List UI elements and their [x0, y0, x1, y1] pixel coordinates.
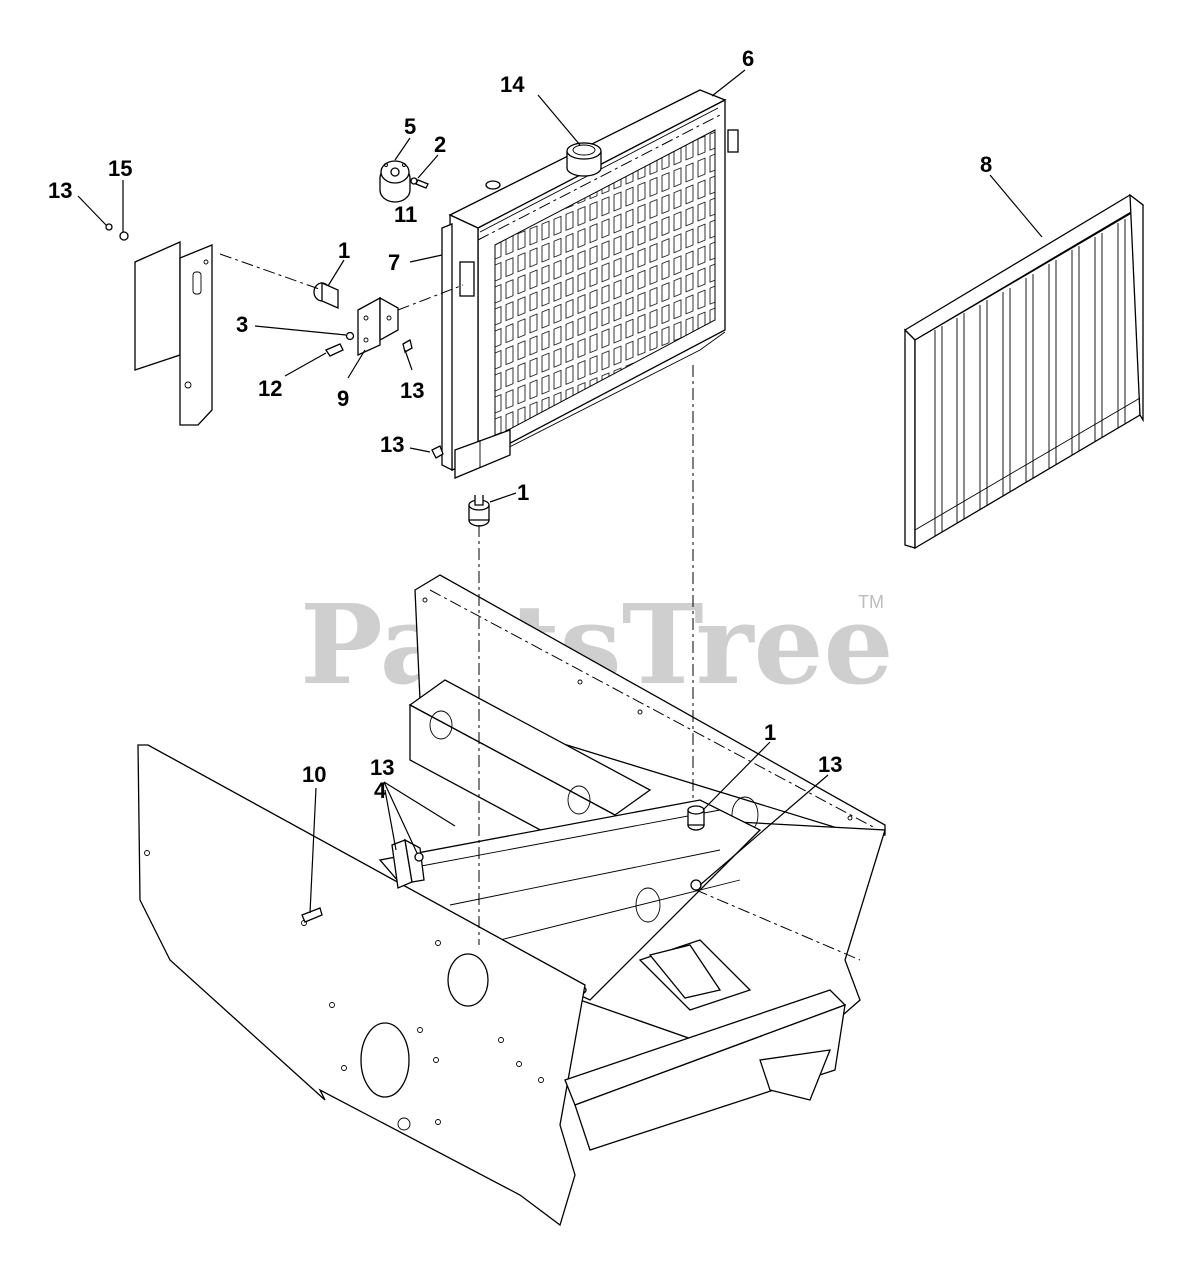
callouts: 14 6 5 2 11 15 13 1 7 3 12 9 13 13 1 8 1…	[48, 46, 992, 803]
callout-14[interactable]: 14	[500, 72, 525, 97]
callout-11[interactable]: 11	[394, 202, 417, 227]
flange	[379, 160, 429, 203]
watermark-trademark: TM	[858, 592, 884, 612]
callout-9[interactable]: 9	[337, 386, 349, 411]
callout-2[interactable]: 2	[434, 132, 446, 157]
callout-7[interactable]: 7	[388, 250, 400, 275]
callout-5[interactable]: 5	[404, 114, 416, 139]
callout-4[interactable]: 4	[374, 778, 387, 803]
callout-15[interactable]: 15	[108, 156, 132, 181]
screen-panel	[903, 193, 1145, 550]
callout-13-top-left[interactable]: 13	[48, 178, 72, 203]
callout-8[interactable]: 8	[980, 152, 992, 177]
callout-6[interactable]: 6	[742, 46, 754, 71]
callout-12[interactable]: 12	[258, 376, 282, 401]
callout-13-radiator[interactable]: 13	[380, 432, 404, 457]
mount-bracket	[313, 282, 444, 459]
callout-1-bracket[interactable]: 1	[338, 238, 350, 263]
leader-lines	[77, 69, 1043, 914]
callout-13-bracket[interactable]: 13	[400, 378, 424, 403]
radiator-cap	[566, 142, 602, 177]
callout-10[interactable]: 10	[302, 762, 326, 787]
callout-3[interactable]: 3	[236, 312, 248, 337]
callout-1-lower[interactable]: 1	[517, 480, 529, 505]
lower-isolator	[468, 495, 490, 527]
shroud-bracket	[105, 223, 213, 426]
callout-13-frame-left[interactable]: 13	[370, 755, 394, 780]
radiator	[441, 89, 739, 479]
callout-13-frame-right[interactable]: 13	[818, 752, 842, 777]
chassis-frame	[137, 574, 886, 1227]
callout-1-frame[interactable]: 1	[764, 720, 776, 745]
alignment-lines	[219, 253, 861, 961]
